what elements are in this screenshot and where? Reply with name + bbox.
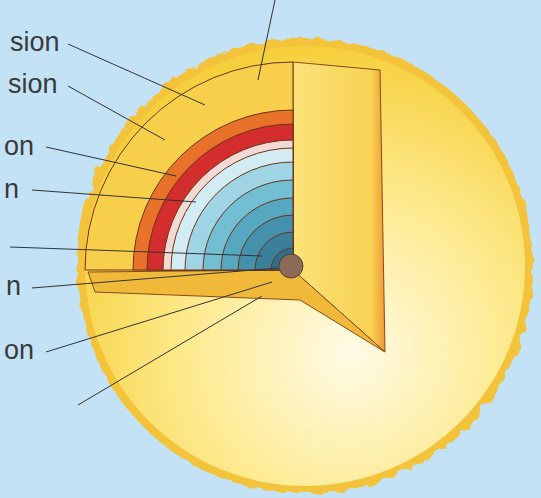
star-glow bbox=[85, 46, 525, 486]
layer-label: on bbox=[4, 337, 34, 364]
star-surface bbox=[77, 38, 533, 494]
layer-label: sion bbox=[8, 71, 58, 98]
hydrogen-layer bbox=[85, 62, 293, 270]
leader-line bbox=[68, 44, 205, 105]
cut-face bbox=[293, 62, 385, 352]
leader-line bbox=[46, 282, 272, 352]
leader-line bbox=[258, 0, 275, 80]
layer-label: sion bbox=[10, 29, 60, 56]
layer-label: n bbox=[4, 176, 19, 203]
helium-layer bbox=[133, 110, 293, 270]
leader-line bbox=[32, 268, 278, 288]
leader-line bbox=[68, 86, 165, 140]
leader-line bbox=[46, 147, 176, 176]
leader-line bbox=[32, 190, 196, 202]
oxygen-layer bbox=[171, 148, 293, 270]
carbon-layer bbox=[147, 124, 293, 270]
silicon-layer bbox=[203, 180, 293, 270]
iron-core bbox=[279, 254, 303, 278]
leader-line bbox=[78, 296, 262, 405]
leader-lines bbox=[10, 0, 278, 405]
star-layers bbox=[85, 62, 293, 270]
layer-label: on bbox=[4, 133, 34, 160]
leader-line bbox=[10, 247, 262, 256]
layer-label: n bbox=[6, 273, 21, 300]
neon-layer bbox=[163, 140, 293, 270]
